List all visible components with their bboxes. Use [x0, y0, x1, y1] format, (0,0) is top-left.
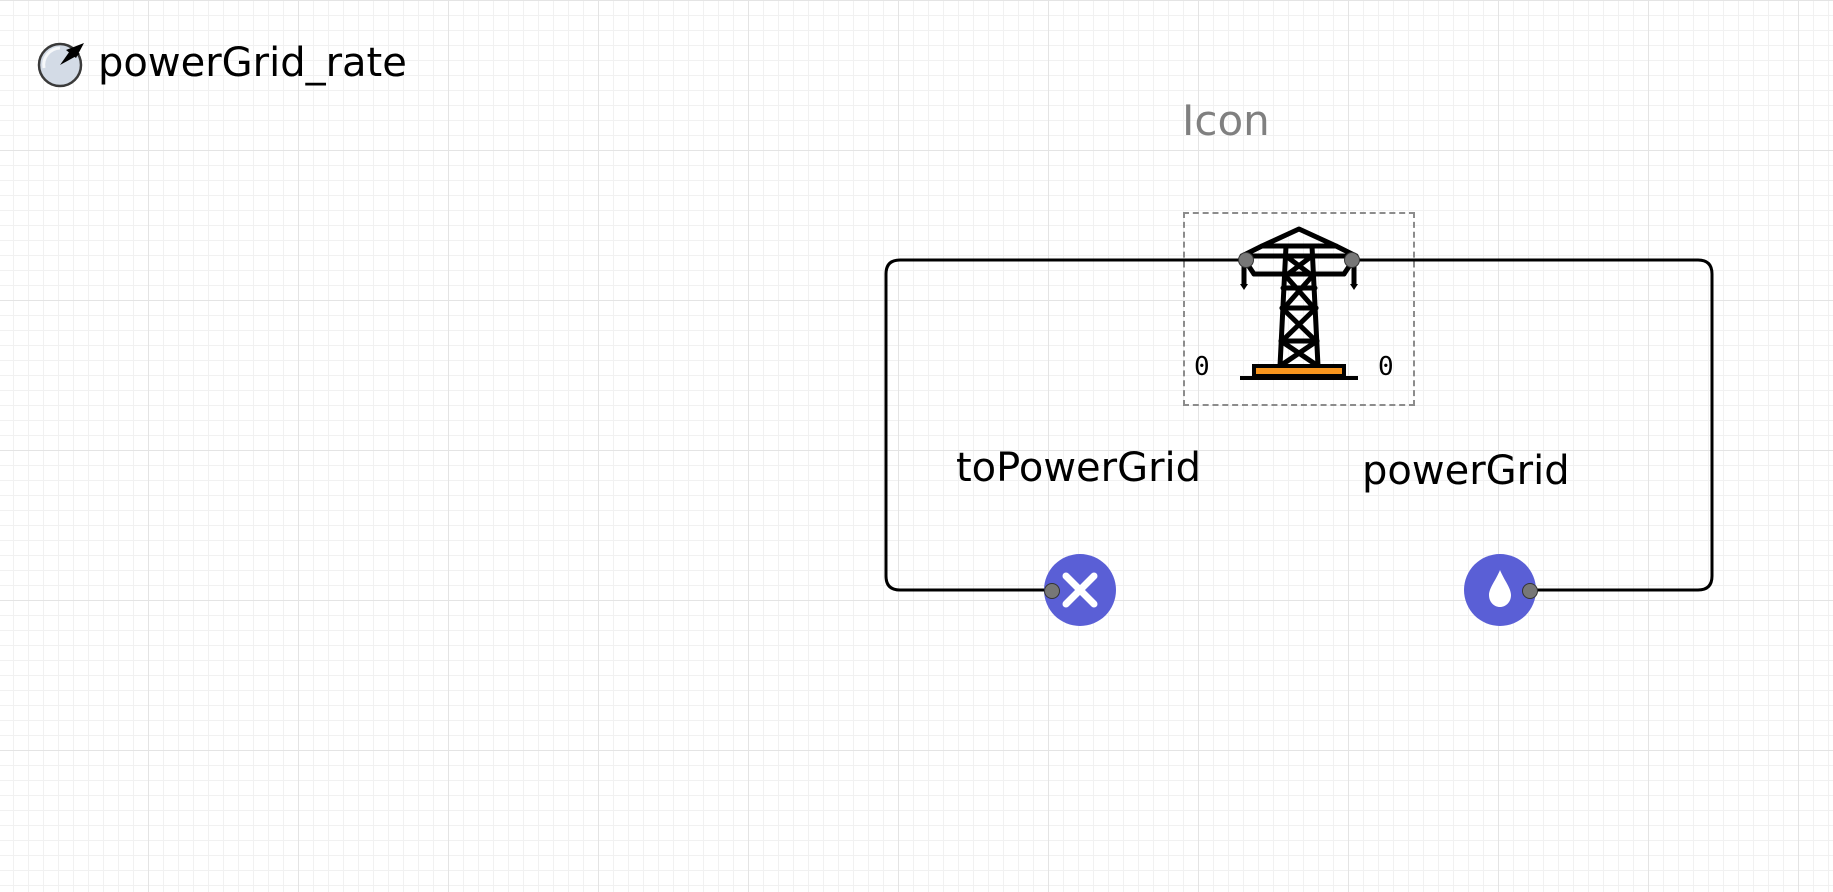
selected-block-frame[interactable]: [1183, 212, 1415, 406]
wire-right: [1352, 258, 1714, 592]
left-value: 0: [1194, 352, 1210, 382]
to-power-grid-port[interactable]: [1044, 583, 1060, 599]
water-drop-icon: [1489, 570, 1511, 607]
to-power-grid-label: toPowerGrid: [956, 445, 1202, 491]
gauge-icon: [36, 38, 86, 88]
port-left[interactable]: [1238, 252, 1254, 268]
wire-left: [884, 258, 1246, 592]
block-caption: Icon: [1182, 96, 1270, 145]
power-grid-label: powerGrid: [1362, 448, 1570, 494]
close-icon: [1062, 572, 1098, 608]
power-grid-port[interactable]: [1522, 583, 1538, 599]
port-right[interactable]: [1344, 252, 1360, 268]
transmission-tower-icon[interactable]: [1232, 226, 1366, 386]
variable-name: powerGrid_rate: [98, 40, 407, 86]
variable-header[interactable]: powerGrid_rate: [36, 36, 407, 90]
right-value: 0: [1378, 352, 1394, 382]
